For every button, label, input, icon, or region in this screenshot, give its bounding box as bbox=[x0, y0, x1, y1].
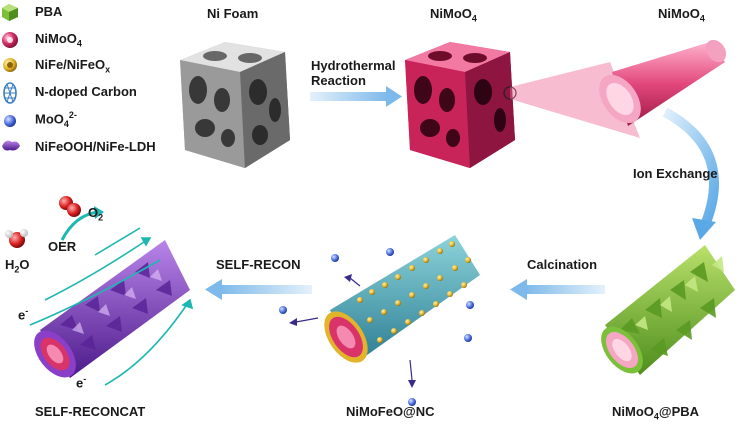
legend-label-pba: PBA bbox=[35, 4, 63, 19]
label-calcination: Calcination bbox=[527, 257, 598, 272]
label-reaction: Reaction bbox=[311, 73, 366, 88]
gold-sphere-icon bbox=[3, 58, 17, 72]
label-ion-exchange: Ion Exchange bbox=[633, 166, 718, 181]
label-h2o: H2O bbox=[5, 257, 30, 275]
pink-sphere-icon bbox=[2, 32, 18, 48]
carbon-cage-icon bbox=[3, 82, 17, 104]
nimoo4-rod bbox=[599, 39, 727, 126]
legend-label-moo4: MoO42- bbox=[35, 110, 77, 129]
label-ni-foam: Ni Foam bbox=[207, 6, 259, 21]
purple-sheet-icon bbox=[2, 140, 20, 151]
blue-sphere-icon bbox=[4, 115, 16, 127]
label-electron-top: e- bbox=[18, 306, 29, 323]
h2o-molecule-icon bbox=[5, 229, 28, 248]
label-self-reconcat: SELF-RECONCAT bbox=[35, 404, 146, 419]
nimofeo-nc-rod bbox=[279, 235, 480, 406]
label-nimoo4-pba: NiMoO4@PBA bbox=[612, 404, 700, 422]
legend-label-nife: NiFe/NiFeOx bbox=[35, 57, 111, 75]
label-nimofeo-nc: NiMoFeO@NC bbox=[346, 404, 435, 419]
arrow-hydrothermal bbox=[310, 86, 402, 107]
o2-molecule-icon bbox=[59, 196, 81, 217]
arrow-calcination bbox=[510, 279, 605, 300]
legend bbox=[2, 4, 20, 151]
green-cube-icon bbox=[2, 4, 18, 21]
label-hydrothermal: Hydrothermal bbox=[311, 58, 396, 73]
label-oer: OER bbox=[48, 239, 77, 254]
self-reconcat-rod bbox=[29, 206, 194, 386]
arrow-self-recon bbox=[205, 279, 312, 300]
label-self-recon: SELF-RECON bbox=[216, 257, 301, 272]
ni-foam-cube bbox=[180, 42, 290, 168]
label-electron-bottom: e- bbox=[76, 374, 87, 391]
label-nimoo4-rod: NiMoO4 bbox=[658, 6, 705, 24]
arrow-ion-exchange bbox=[662, 107, 719, 240]
label-nimoo4-cube: NiMoO4 bbox=[430, 6, 477, 24]
label-o2: O2 bbox=[88, 205, 104, 223]
nimoo4-pba-rod bbox=[601, 245, 735, 375]
legend-label-n-doped-carbon: N-doped Carbon bbox=[35, 84, 137, 99]
legend-label-nimoo4: NiMoO4 bbox=[35, 31, 82, 49]
legend-label-nifeooh: NiFeOOH/NiFe-LDH bbox=[35, 139, 156, 154]
nimoo4-cube bbox=[405, 42, 517, 168]
